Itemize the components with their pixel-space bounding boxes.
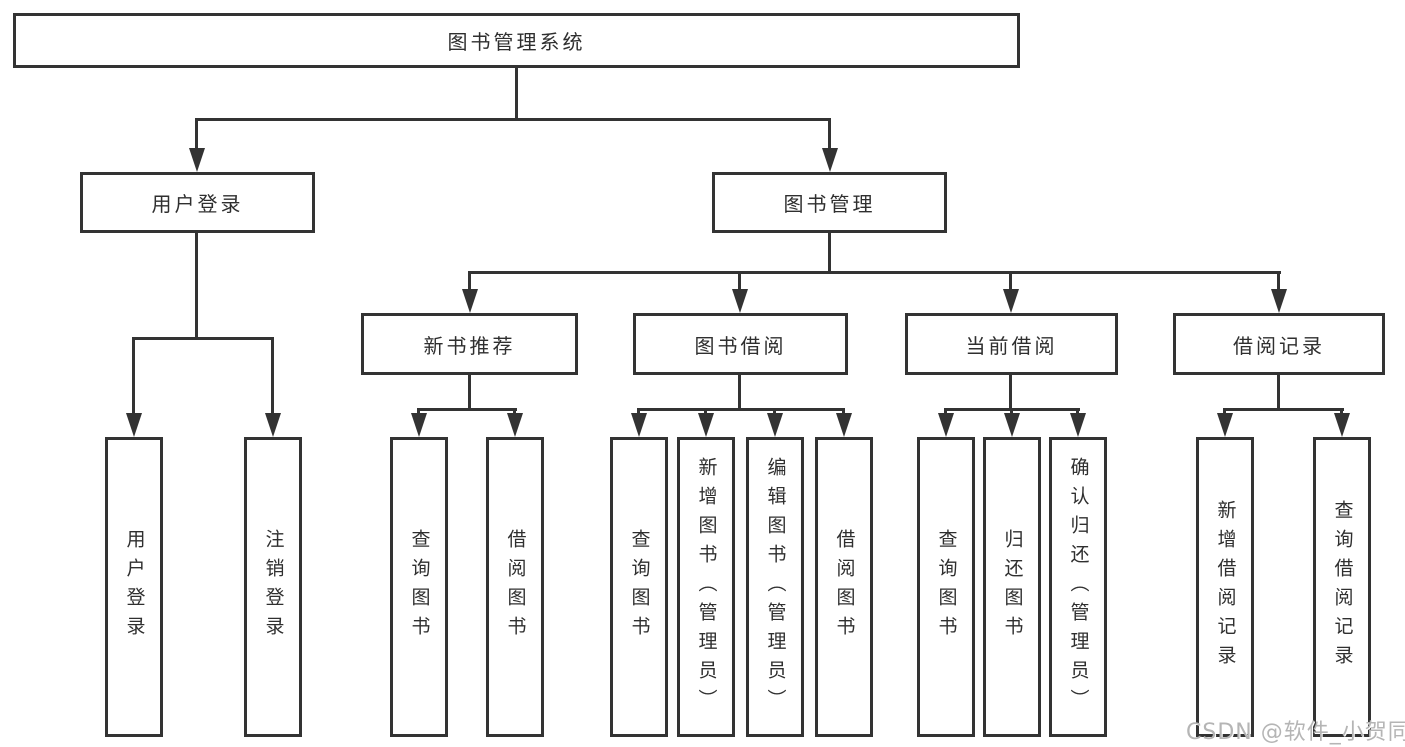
arrowhead-down-icon <box>631 413 647 437</box>
connector-segment <box>1076 408 1079 415</box>
leaf-return-books-label: 归还图书 <box>1001 529 1024 645</box>
leaf-add-books-admin: 新增图书（管理员） <box>677 437 735 737</box>
connector-segment <box>417 408 517 411</box>
arrowhead-down-icon <box>126 413 142 437</box>
node-book-management-label: 图书管理 <box>783 192 876 216</box>
leaf-add-borrow-record: 新增借阅记录 <box>1196 437 1254 737</box>
connector-segment <box>417 408 420 415</box>
leaf-add-books-admin-label: 新增图书（管理员） <box>695 456 718 718</box>
node-current-borrowing-label: 当前借阅 <box>965 333 1058 358</box>
leaf-query-books-borrowing-label: 查询图书 <box>628 529 651 645</box>
leaf-query-borrow-record: 查询借阅记录 <box>1313 437 1371 737</box>
arrowhead-down-icon <box>1004 413 1020 437</box>
connector-segment <box>637 408 640 415</box>
arrowhead-down-icon <box>1271 289 1287 313</box>
connector-segment <box>637 408 845 411</box>
connector-segment <box>738 375 741 408</box>
leaf-query-books-current-label: 查询图书 <box>935 529 958 645</box>
node-user-login-label: 用户登录 <box>151 192 244 216</box>
arrowhead-down-icon <box>462 289 478 313</box>
arrowhead-down-icon <box>265 413 281 437</box>
node-book-borrowing-label: 图书借阅 <box>694 333 787 358</box>
node-book-management: 图书管理 <box>712 172 947 233</box>
arrowhead-down-icon <box>507 413 523 437</box>
node-user-login: 用户登录 <box>80 172 315 233</box>
leaf-logout-label: 注销登录 <box>262 529 285 645</box>
leaf-borrow-books-borrowing-label: 借阅图书 <box>833 529 856 645</box>
connector-segment <box>132 337 274 340</box>
leaf-query-books-borrowing: 查询图书 <box>610 437 668 737</box>
arrowhead-down-icon <box>938 413 954 437</box>
leaf-user-login-label: 用户登录 <box>123 529 146 645</box>
node-book-borrowing: 图书借阅 <box>633 313 848 375</box>
arrowhead-down-icon <box>1217 413 1233 437</box>
arrowhead-down-icon <box>1003 289 1019 313</box>
leaf-add-borrow-record-label: 新增借阅记录 <box>1214 500 1237 674</box>
connector-segment <box>773 408 776 415</box>
connector-segment <box>1010 408 1013 415</box>
connector-segment <box>195 118 198 150</box>
connector-segment <box>1277 375 1280 408</box>
leaf-query-borrow-record-label: 查询借阅记录 <box>1331 500 1354 674</box>
connector-segment <box>515 68 518 118</box>
leaf-edit-books-admin-label: 编辑图书（管理员） <box>764 456 787 718</box>
connector-segment <box>1223 408 1226 415</box>
connector-segment <box>195 118 831 121</box>
connector-segment <box>132 337 135 415</box>
arrowhead-down-icon <box>767 413 783 437</box>
arrowhead-down-icon <box>189 148 205 172</box>
leaf-return-books: 归还图书 <box>983 437 1041 737</box>
connector-segment <box>828 233 831 271</box>
leaf-borrow-books-recommend: 借阅图书 <box>486 437 544 737</box>
node-system-root: 图书管理系统 <box>13 13 1020 68</box>
arrowhead-down-icon <box>698 413 714 437</box>
connector-segment <box>738 271 741 291</box>
connector-segment <box>271 337 274 415</box>
arrowhead-down-icon <box>411 413 427 437</box>
node-system-root-label: 图书管理系统 <box>447 30 586 54</box>
node-borrowing-records-label: 借阅记录 <box>1233 333 1325 358</box>
leaf-query-books-recommend-label: 查询图书 <box>408 529 431 645</box>
leaf-query-books-recommend: 查询图书 <box>390 437 448 737</box>
leaf-confirm-return-admin: 确认归还（管理员） <box>1049 437 1107 737</box>
leaf-query-books-current: 查询图书 <box>917 437 975 737</box>
connector-segment <box>195 233 198 337</box>
connector-segment <box>842 408 845 415</box>
leaf-user-login: 用户登录 <box>105 437 163 737</box>
connector-segment <box>828 118 831 150</box>
arrowhead-down-icon <box>836 413 852 437</box>
arrowhead-down-icon <box>1070 413 1086 437</box>
leaf-borrow-books-borrowing: 借阅图书 <box>815 437 873 737</box>
connector-segment <box>1009 375 1012 408</box>
connector-segment <box>1009 271 1012 291</box>
node-new-book-recommendation: 新书推荐 <box>361 313 578 375</box>
arrowhead-down-icon <box>822 148 838 172</box>
leaf-logout: 注销登录 <box>244 437 302 737</box>
leaf-borrow-books-recommend-label: 借阅图书 <box>504 529 527 645</box>
node-new-book-recommendation-label: 新书推荐 <box>423 333 516 358</box>
connector-segment <box>944 408 947 415</box>
connector-segment <box>1277 271 1280 291</box>
connector-segment <box>468 271 471 291</box>
connector-segment <box>468 271 1281 274</box>
connector-segment <box>513 408 516 415</box>
arrowhead-down-icon <box>1334 413 1350 437</box>
node-borrowing-records: 借阅记录 <box>1173 313 1385 375</box>
arrowhead-down-icon <box>732 289 748 313</box>
leaf-confirm-return-admin-label: 确认归还（管理员） <box>1067 456 1090 718</box>
connector-segment <box>1223 408 1344 411</box>
connector-segment <box>468 375 471 408</box>
connector-segment <box>1340 408 1343 415</box>
leaf-edit-books-admin: 编辑图书（管理员） <box>746 437 804 737</box>
node-current-borrowing: 当前借阅 <box>905 313 1118 375</box>
connector-segment <box>704 408 707 415</box>
csdn-watermark: CSDN @软件_小贺同学 <box>1186 720 1405 745</box>
